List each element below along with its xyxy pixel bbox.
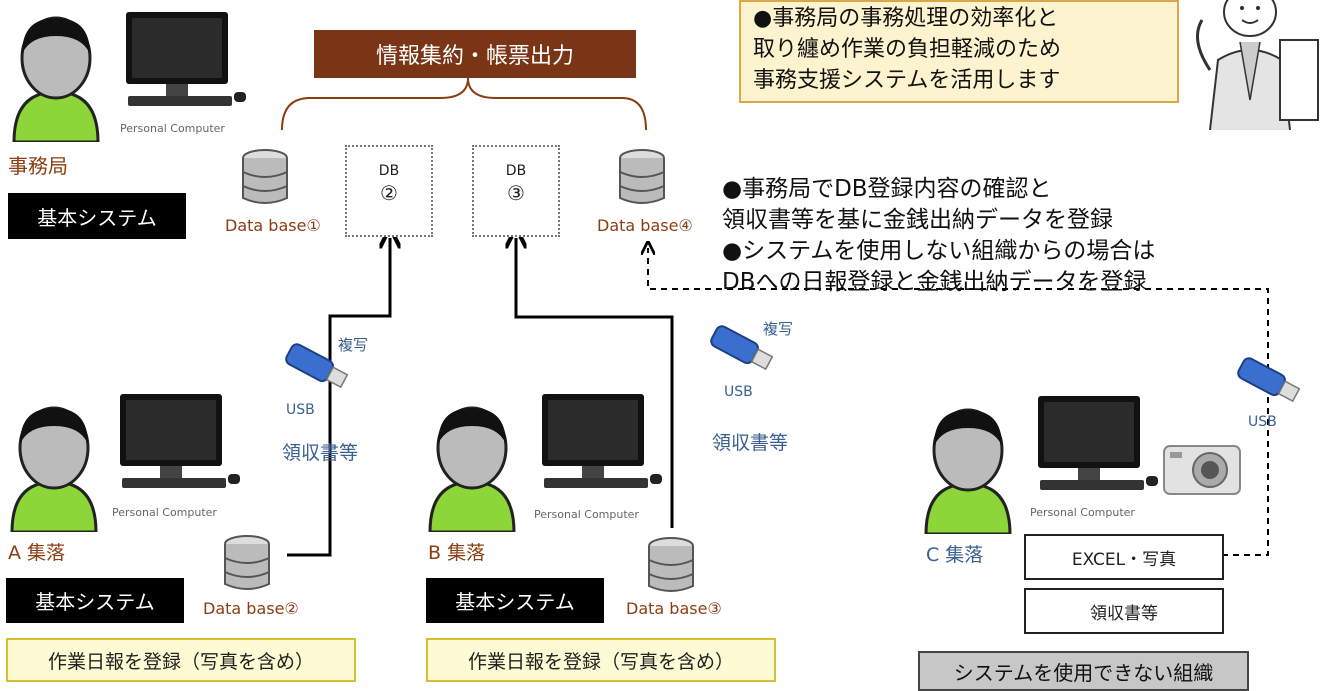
db4-label: Data base④ — [597, 216, 693, 235]
office-name: 事務局 — [8, 154, 68, 178]
arrow-a-to-db2 — [287, 238, 390, 557]
note-line-2: 取り纏め作業の負担軽減のため — [753, 37, 1062, 62]
db2-number: ② — [380, 181, 398, 205]
presenter-man-icon — [1196, 0, 1319, 130]
village-a-computer-icon — [120, 394, 240, 488]
village-c-computer-icon — [1038, 396, 1158, 490]
usb1-receipt-label: 領収書等 — [282, 442, 359, 464]
camera-icon — [1163, 445, 1241, 495]
village-c-status-box: システムを使用できない組織 — [918, 651, 1249, 691]
db1-label: Data base① — [225, 216, 321, 235]
village-b-system-box: 基本システム — [426, 578, 604, 623]
usb2-label: USB — [724, 384, 753, 400]
info-line-3: ●システムを使用しない組織からの場合は — [722, 238, 1156, 264]
db2-box: DB ② — [345, 145, 433, 237]
info-line-4: DBへの日報登録と金銭出納データを登録 — [722, 269, 1147, 295]
db3-number: ③ — [507, 181, 525, 205]
info-aggregation-banner: 情報集約・帳票出力 — [314, 30, 636, 78]
usb1-copy-label: 複写 — [338, 336, 369, 354]
village-b-name: B 集落 — [428, 542, 486, 564]
village-a-db-label: Data base② — [203, 599, 299, 618]
usb2-copy-label: 複写 — [763, 320, 794, 338]
db2-title: DB — [378, 163, 400, 179]
db4-icon — [619, 149, 665, 204]
village-a-name: A 集落 — [8, 542, 66, 564]
note-line-1: ●事務局の事務処理の効率化と — [753, 6, 1059, 31]
arrow-c-to-db4 — [648, 248, 1269, 556]
note-box — [739, 0, 1179, 103]
office-computer-icon — [126, 12, 246, 106]
arrow-b-to-db3 — [516, 238, 674, 528]
village-b-computer-icon — [542, 394, 662, 488]
office-system-box: 基本システム — [8, 193, 186, 239]
village-a-system-box: 基本システム — [6, 578, 184, 623]
village-a-task-box: 作業日報を登録（写真を含め） — [6, 638, 356, 682]
usb-drive-icon — [285, 343, 349, 389]
village-c-receipt-box: 領収書等 — [1024, 588, 1224, 634]
db1-icon — [242, 149, 288, 204]
village-c-name: C 集落 — [926, 544, 984, 566]
db3-title: DB — [505, 163, 527, 179]
village-a-person-icon — [10, 406, 98, 532]
village-c-pc-label: Personal Computer — [1030, 506, 1135, 519]
info-line-1: ●事務局でDB登録内容の確認と — [722, 176, 1052, 202]
info-line-2: 領収書等を基に金銭出納データを登録 — [722, 207, 1113, 233]
village-b-db-icon — [648, 537, 694, 592]
db3-box: DB ③ — [472, 145, 560, 237]
village-b-task-box: 作業日報を登録（写真を含め） — [426, 638, 776, 682]
info-text: ●事務局でDB登録内容の確認と 領収書等を基に金銭出納データを登録 ●システムを… — [722, 174, 1155, 298]
village-b-person-icon — [428, 406, 516, 532]
village-c-excel-box: EXCEL・写真 — [1024, 534, 1224, 580]
village-c-person-icon — [924, 408, 1012, 534]
usb1-label: USB — [286, 402, 315, 418]
usb-drive-icon — [710, 325, 774, 371]
office-person-icon — [12, 16, 100, 142]
brace-line — [281, 77, 647, 131]
note-text: ●事務局の事務処理の効率化と 取り纏め作業の負担軽減のため 事務支援システムを活… — [753, 3, 1061, 96]
village-b-db-label: Data base③ — [626, 599, 722, 618]
usb-drive-icon — [1237, 357, 1301, 403]
village-b-pc-label: Personal Computer — [534, 508, 639, 521]
village-a-pc-label: Personal Computer — [112, 506, 217, 519]
usb3-label: USB — [1248, 414, 1277, 430]
village-a-db-icon — [224, 535, 270, 590]
office-pc-label: Personal Computer — [120, 122, 225, 135]
usb2-receipt-label: 領収書等 — [712, 432, 789, 454]
note-line-3: 事務支援システムを活用します — [753, 68, 1061, 93]
